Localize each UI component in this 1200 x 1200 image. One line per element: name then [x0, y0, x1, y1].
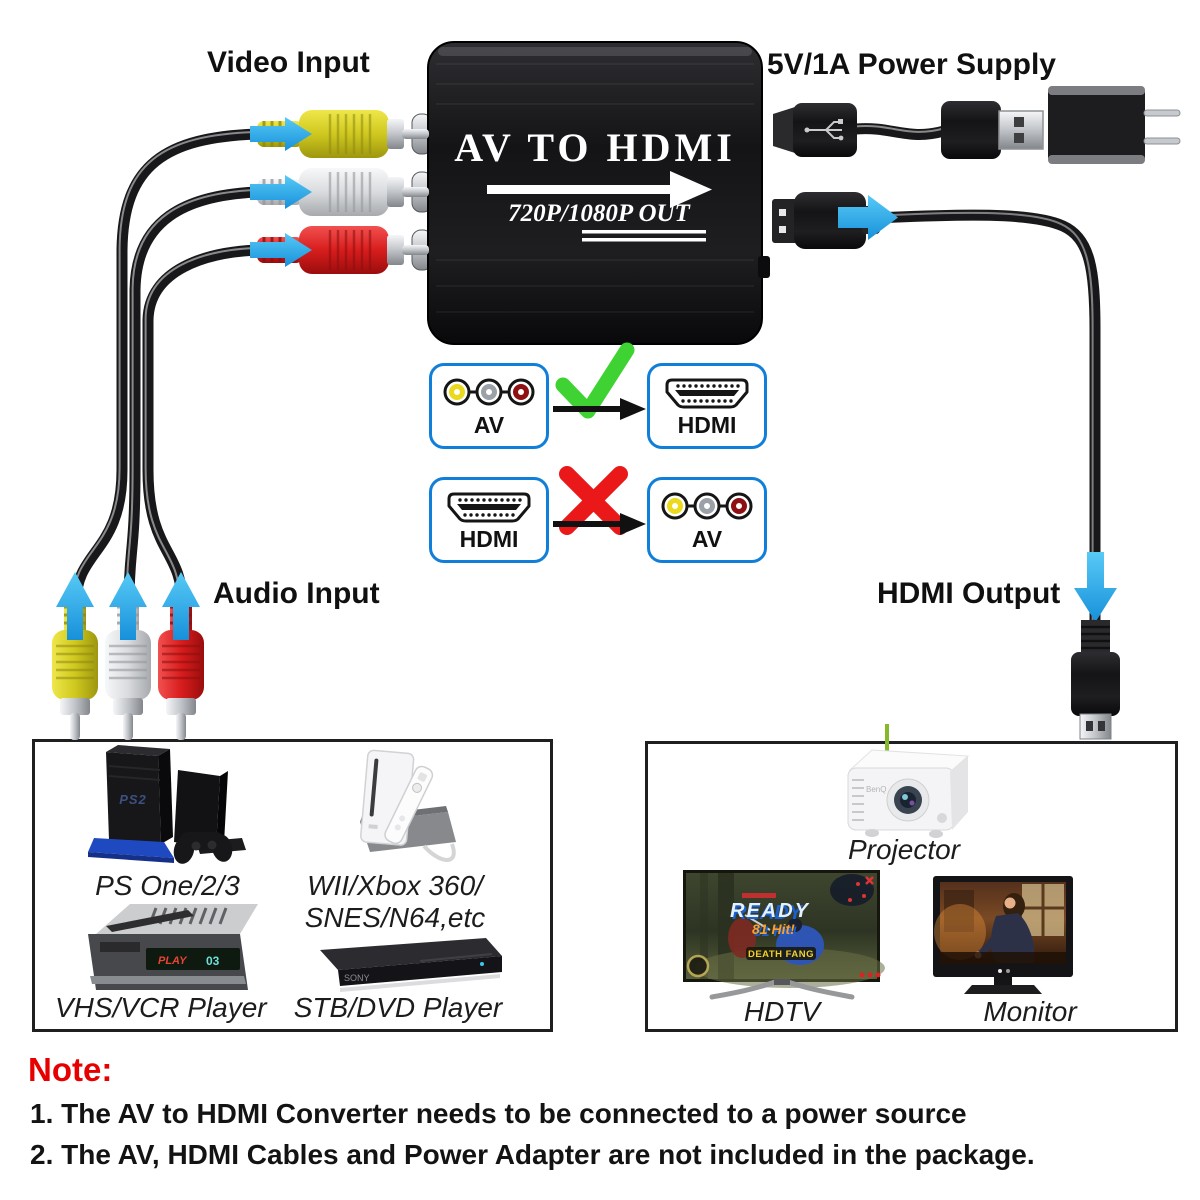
device-label-wii-line1: WII/Xbox 360/	[307, 870, 483, 901]
comparison-av-source-box: AV	[429, 363, 549, 449]
rca-plug-red-audio	[158, 572, 204, 740]
output-devices-panel	[645, 741, 1178, 1032]
device-label-monitor: Monitor	[983, 996, 1077, 1027]
arrow-right-icon	[553, 398, 646, 420]
micro-usb-connector	[773, 103, 857, 157]
blue-arrow-right-icon	[250, 233, 312, 267]
av-label: AV	[473, 412, 505, 438]
power-supply-group	[773, 86, 1181, 164]
device-label-wii-line2: SNES/N64,etc	[304, 902, 486, 933]
av-connectors-icon	[661, 492, 753, 520]
wall-adapter	[1048, 86, 1181, 164]
usb-symbol-icon	[804, 119, 844, 141]
usb-power-cable	[855, 123, 946, 140]
rca-plug-red-video	[250, 226, 429, 274]
hdmi-plug-right	[772, 192, 880, 249]
note-line-2: 2. The AV, HDMI Cables and Power Adapter…	[30, 1139, 1035, 1170]
power-supply-label: 5V/1A Power Supply	[767, 48, 1056, 81]
usb-a-connector	[941, 101, 1044, 159]
power-prongs	[1143, 109, 1181, 145]
device-label-playstation: PS One/2/3	[95, 870, 240, 901]
hdmi-label: HDMI	[677, 412, 737, 438]
hdmi-output-group	[772, 192, 1120, 740]
hdmi-connector-icon	[665, 378, 749, 409]
video-input-label: Video Input	[207, 46, 370, 79]
hdmi-output-plug	[1071, 620, 1120, 740]
comparison-av-target-box: AV	[647, 477, 767, 563]
x-icon	[559, 466, 628, 535]
device-label-dvd: STB/DVD Player	[293, 992, 503, 1023]
av-label: AV	[691, 526, 723, 552]
comparison-hdmi-source-box: HDMI	[429, 477, 549, 563]
blue-arrow-down-icon	[1074, 552, 1117, 622]
converter-title: AV TO HDMI	[454, 125, 736, 170]
av-cable-bundle	[70, 128, 259, 603]
cable-yellow	[70, 128, 259, 603]
blue-arrow-right-icon	[250, 175, 312, 209]
av-connectors-icon	[443, 378, 535, 406]
cable-white	[123, 186, 259, 603]
blue-arrow-right-icon	[250, 117, 312, 151]
cable-red	[142, 244, 259, 603]
blue-arrow-up-icon	[109, 572, 147, 640]
device-label-projector: Projector	[847, 834, 961, 865]
converter-subtitle: 720P/1080P OUT	[508, 200, 690, 227]
audio-input-label: Audio Input	[213, 577, 380, 610]
note-heading: Note:	[28, 1051, 113, 1088]
rca-plug-white-video	[250, 168, 429, 216]
rca-plug-white-audio	[105, 572, 151, 740]
rca-plug-yellow-video	[250, 110, 429, 158]
hdmi-output-label: HDMI Output	[877, 577, 1061, 610]
hdmi-cable	[875, 209, 1101, 624]
converter-box	[411, 41, 770, 345]
note-line-1: 1. The AV to HDMI Converter needs to be …	[30, 1098, 967, 1129]
comparison-hdmi-target-box: HDMI	[647, 363, 767, 449]
side-switch	[758, 256, 770, 278]
device-label-vcr: VHS/VCR Player	[55, 992, 267, 1023]
check-icon	[555, 342, 635, 419]
blue-arrow-right-icon	[838, 195, 898, 240]
av-input-jacks	[411, 113, 433, 271]
blue-arrow-up-icon	[162, 572, 200, 640]
blue-arrow-up-icon	[56, 572, 94, 640]
device-label-hdtv: HDTV	[743, 996, 821, 1027]
hdmi-label: HDMI	[459, 526, 519, 552]
hdmi-connector-icon	[447, 492, 531, 523]
arrow-right-icon	[553, 513, 646, 535]
rca-plug-yellow-audio	[52, 572, 98, 740]
